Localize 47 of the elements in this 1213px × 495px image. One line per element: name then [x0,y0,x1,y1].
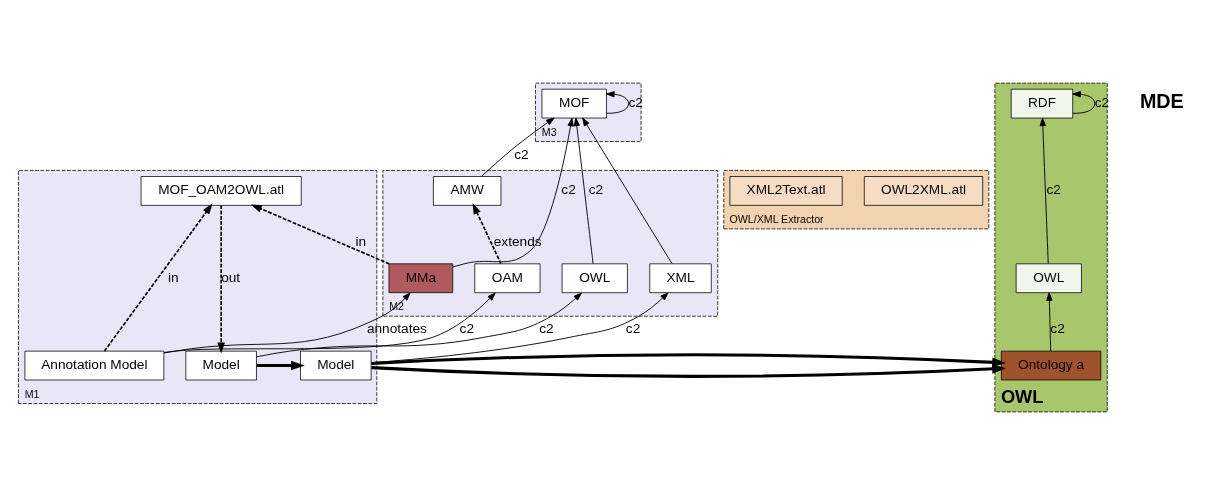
arrow [103,203,213,352]
node-box: AMW [433,176,502,206]
arrow [256,360,305,371]
arrow [163,292,411,354]
node-box: XML2Text.atl [729,176,843,206]
node-box: XML [649,263,712,294]
arrow [582,117,673,265]
arrow [452,117,574,268]
node-box: Annotation Model [24,350,165,381]
node-box: MOF [541,88,607,119]
edge-label: c2 [514,146,529,162]
arrow [472,203,502,265]
arrow [573,117,594,265]
arrow [250,204,390,265]
arrow [481,117,555,177]
arrow [606,91,629,114]
edge-label: c2 [625,321,641,337]
arrow [163,292,496,353]
arrow [1046,292,1053,352]
node-box: Model [300,350,372,381]
edge-label: in [168,269,179,285]
arrow [1039,117,1049,265]
node-box: MOF_OAM2OWL.atl [140,176,302,206]
edge-label: c2 [628,94,643,110]
node-box: Model [185,350,257,381]
node-box: OWL [561,263,628,294]
edge-label: c2 [1050,321,1065,337]
node-box: MMa [388,263,454,294]
node-box: OAM [474,263,541,294]
arrow [256,292,582,358]
edge-label: c2 [459,321,475,337]
arrow [217,204,225,354]
edge-label: c2 [1046,182,1061,198]
edge-label: extends [493,233,542,249]
edge-label: c2 [539,321,554,337]
edge-label: c2 [561,182,576,198]
node-box: OWL [1015,263,1082,294]
node-box: Ontology a [1000,350,1102,381]
arrow [1072,91,1096,114]
node-box: OWL2XML.atl [863,176,984,206]
arrow [371,353,1006,378]
edge-label: c2 [588,182,604,198]
edge-label: annotates [366,321,427,337]
edge-label: in [355,233,367,249]
edge-label: out [221,269,241,285]
label: MDE [1139,89,1184,112]
node-box: RDF [1010,88,1074,119]
